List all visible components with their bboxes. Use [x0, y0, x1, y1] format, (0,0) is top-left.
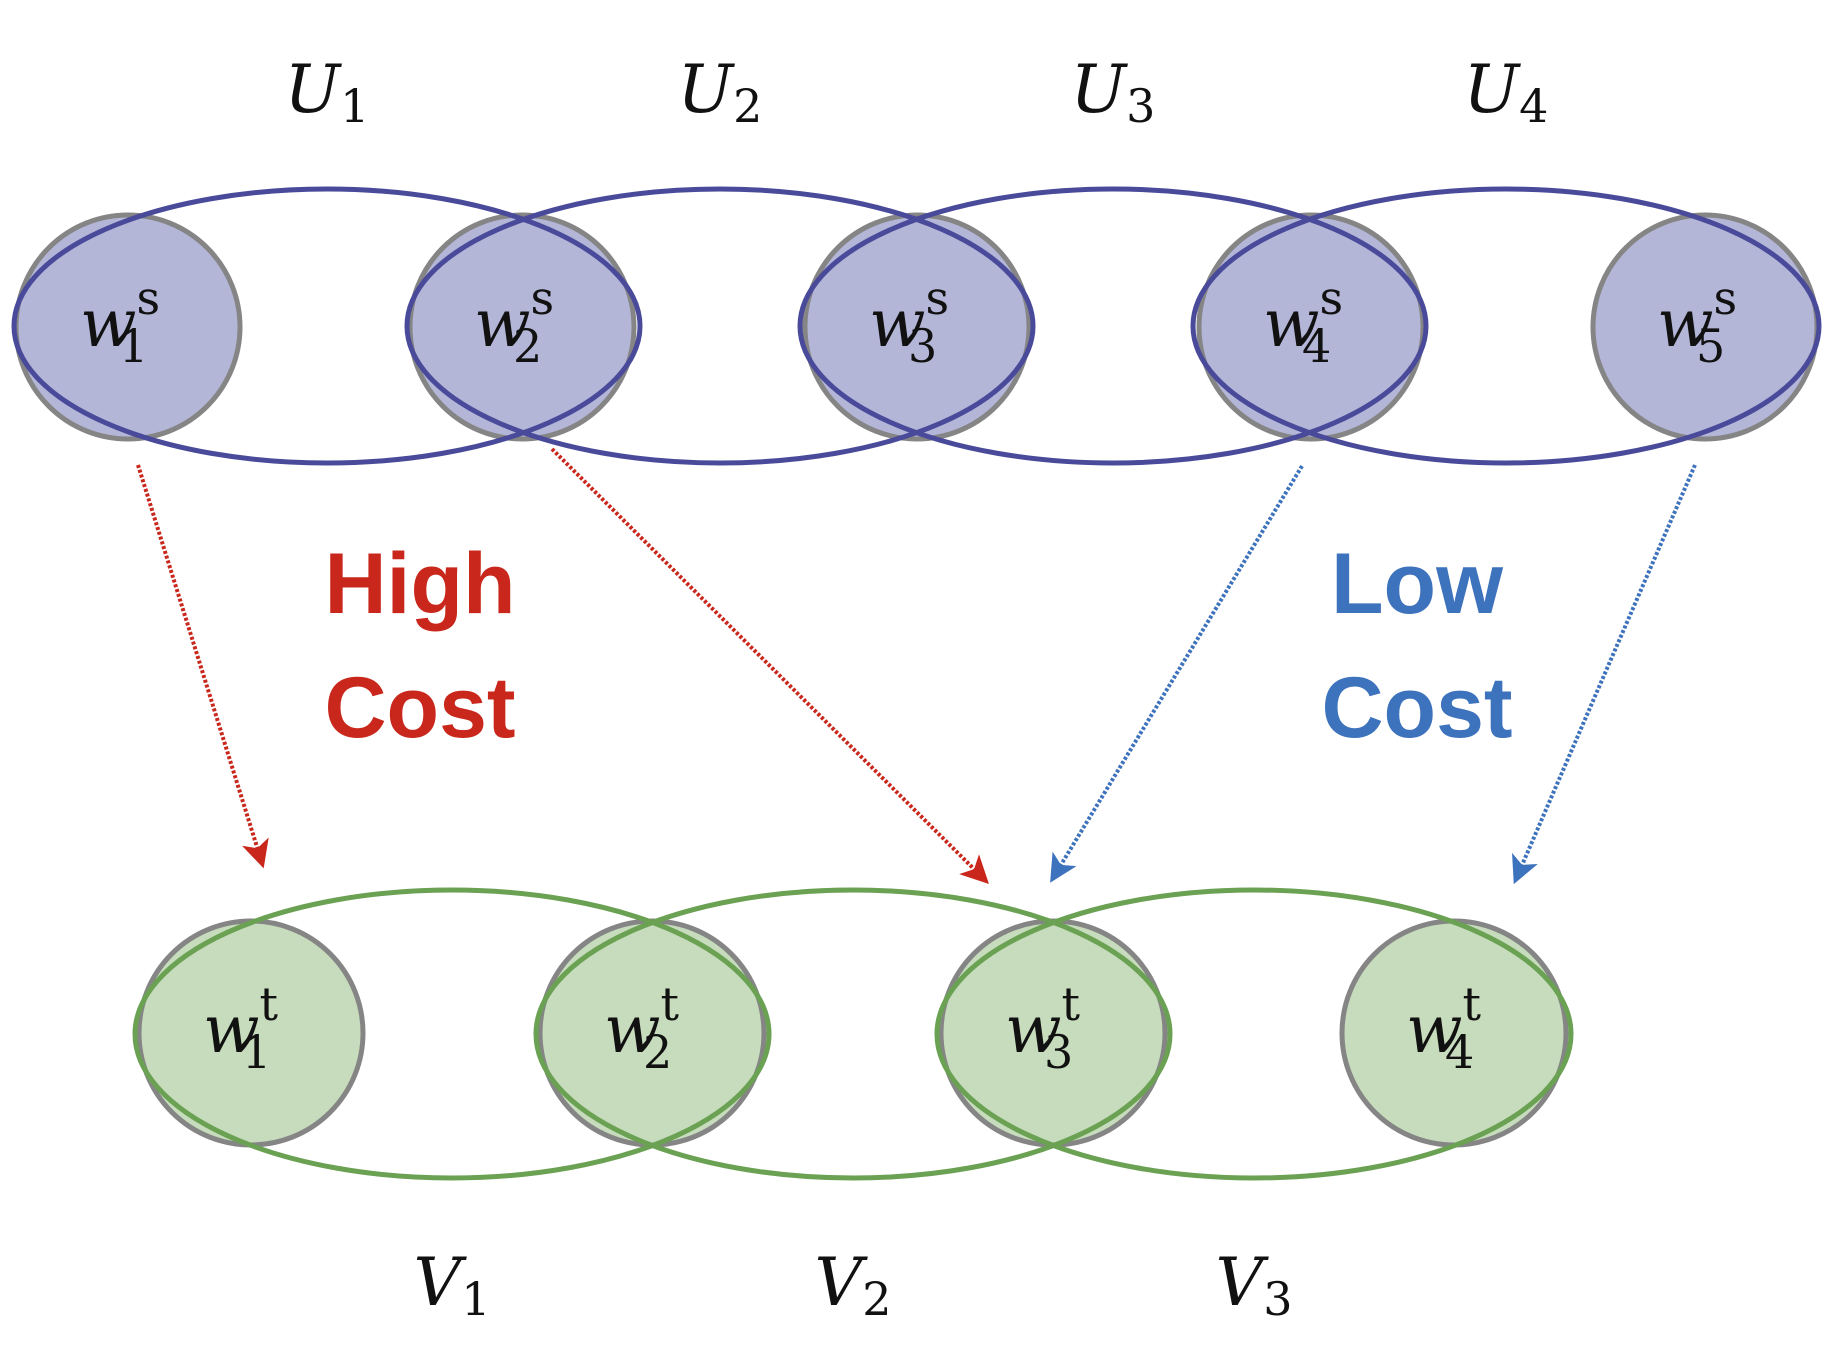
- source-span-ellipse: [1190, 186, 1822, 466]
- target-span-ellipses: [132, 887, 1574, 1181]
- target-span-ellipse: [132, 887, 772, 1181]
- source-span-ellipse: [404, 186, 1036, 466]
- source-word-node: [1196, 212, 1426, 442]
- target-span-ellipse: [533, 887, 1173, 1181]
- high-cost-arrow: [136, 464, 269, 869]
- source-group-label: U3: [1071, 51, 1156, 133]
- high-cost-arrow: [550, 447, 989, 884]
- source-span-ellipse: [797, 186, 1429, 466]
- low-cost-arrow: [1512, 464, 1697, 885]
- target-group-label: V3: [1216, 1244, 1293, 1326]
- source-span-ellipse: [11, 186, 643, 466]
- source-group-label: U4: [1464, 51, 1549, 133]
- high-cost-label: High Cost: [324, 536, 515, 756]
- low-cost-line2: Cost: [1321, 660, 1512, 756]
- target-span-ellipse: [934, 887, 1574, 1181]
- source-group-label: U1: [285, 51, 370, 133]
- high-cost-line2: Cost: [324, 660, 515, 756]
- low-cost-arrow: [1050, 464, 1304, 883]
- source-word-node: [407, 212, 637, 442]
- source-word-node: [802, 212, 1032, 442]
- target-word-nodes: [136, 918, 1569, 1148]
- low-cost-label: Low Cost: [1321, 536, 1512, 756]
- source-word-nodes: [13, 212, 1820, 442]
- alignment-arrows: [136, 447, 1697, 885]
- target-group-label: V1: [414, 1244, 491, 1326]
- low-cost-line1: Low: [1331, 536, 1504, 632]
- high-cost-line1: High: [324, 536, 515, 632]
- source-group-labels: U1 U2 U3 U4: [285, 51, 1549, 133]
- target-group-labels: V1 V2 V3: [414, 1244, 1293, 1326]
- target-group-label: V2: [815, 1244, 892, 1326]
- source-group-label: U2: [678, 51, 763, 133]
- source-span-ellipses: [11, 186, 1822, 466]
